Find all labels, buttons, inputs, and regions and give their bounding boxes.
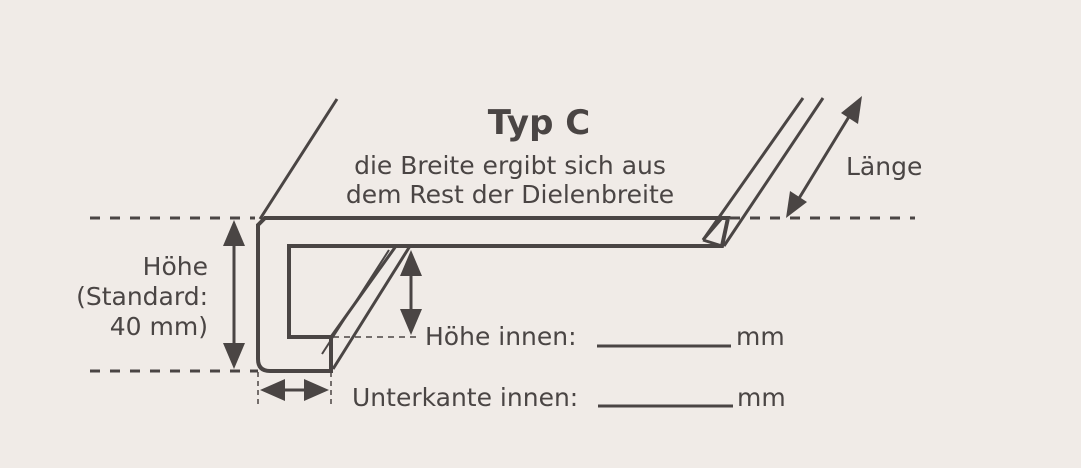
- profile-back-edge-right-2: [722, 97, 825, 247]
- inner-height-arrow-bottom: [400, 309, 422, 335]
- inner-slant-line-2: [331, 245, 412, 370]
- profile-outer-contour: [256, 216, 731, 373]
- bottom-edge-unit: mm: [737, 383, 786, 412]
- profile-back-edge-right-1: [701, 97, 805, 241]
- inner-height-arrow-top: [400, 250, 422, 276]
- length-label: Länge: [846, 152, 922, 181]
- profile-tongue-bottom: [702, 238, 723, 248]
- length-dimension-line: [796, 114, 852, 201]
- height-label-line-2: (Standard:: [76, 282, 208, 311]
- bottom-edge-arrow-left: [260, 379, 285, 401]
- inner-height-label: Höhe innen:: [425, 322, 577, 351]
- height-label-line-1: Höhe: [143, 252, 208, 281]
- height-arrow-bottom: [223, 343, 245, 369]
- length-arrow-bottom: [786, 191, 807, 218]
- length-arrow-top: [841, 96, 862, 124]
- subtitle-line-1: die Breite ergibt sich aus: [354, 151, 666, 180]
- subtitle-line-2: dem Rest der Dielenbreite: [346, 180, 674, 209]
- inner-height-unit: mm: [736, 322, 785, 351]
- bottom-edge-label: Unterkante innen:: [352, 383, 578, 412]
- profile-back-edge-left: [258, 98, 339, 220]
- height-label-line-3: 40 mm): [110, 312, 208, 341]
- profile-tongue-top: [701, 217, 724, 241]
- bottom-edge-arrow-right: [304, 379, 329, 401]
- height-arrow-top: [223, 220, 245, 246]
- diagram-title: Typ C: [488, 103, 590, 143]
- inner-slant-line-3: [321, 249, 390, 355]
